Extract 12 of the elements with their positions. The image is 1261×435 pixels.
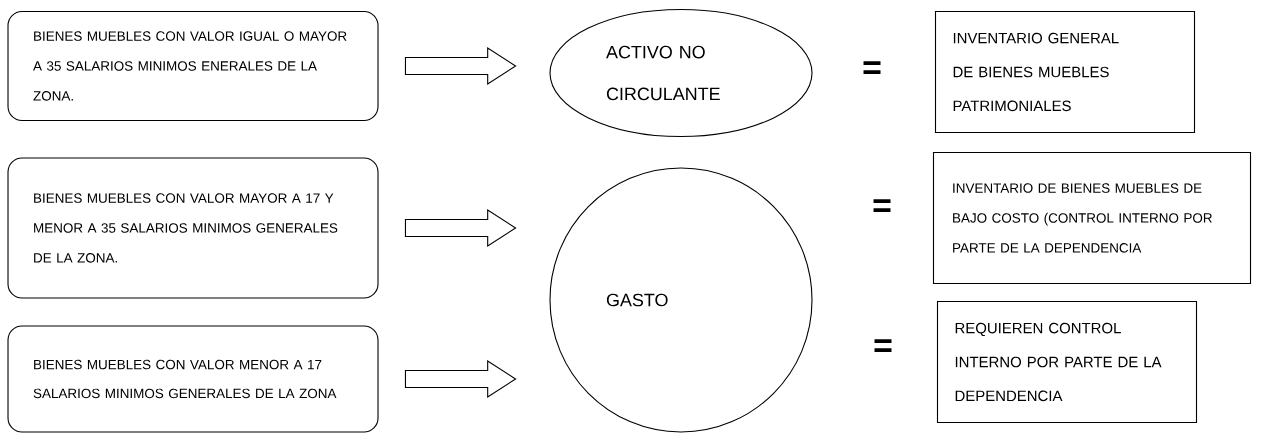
rounded-box: BIENES MUEBLES CON VALOR MAYOR A 17 Y MENOR A 35 SALARIOS MINIMOS GENERALES DE LA ZONA. — [7, 157, 379, 299]
text-box: REQUIEREN CONTROL INTERNO POR PARTE DE LA DEPENDENCIA — [936, 300, 1198, 424]
rounded-box: BIENES MUEBLES CON VALOR MENOR A 17 SALARIOS MINIMOS GENERALES DE LA ZONA — [7, 325, 379, 433]
equals-sign: = — [873, 199, 891, 212]
text-box: INVENTARIO GENERAL DE BIENES MUEBLES PATRIMONIALES — [934, 10, 1196, 134]
equals-sign: = — [863, 61, 881, 74]
block-arrow — [404, 209, 517, 247]
text-box: INVENTARIO DE BIENES MUEBLES DE BAJO COSTO (CONTROL INTERNO POR PARTE DE LA DEPENDENCIA — [932, 151, 1252, 285]
block-arrow — [404, 47, 517, 85]
equals-sign: = — [874, 339, 892, 352]
block-arrow — [404, 360, 517, 398]
rounded-box: BIENES MUEBLES CON VALOR IGUAL O MAYOR A 35 SALARIOS MINIMOS ENERALES DE LA ZONA. — [7, 10, 379, 122]
